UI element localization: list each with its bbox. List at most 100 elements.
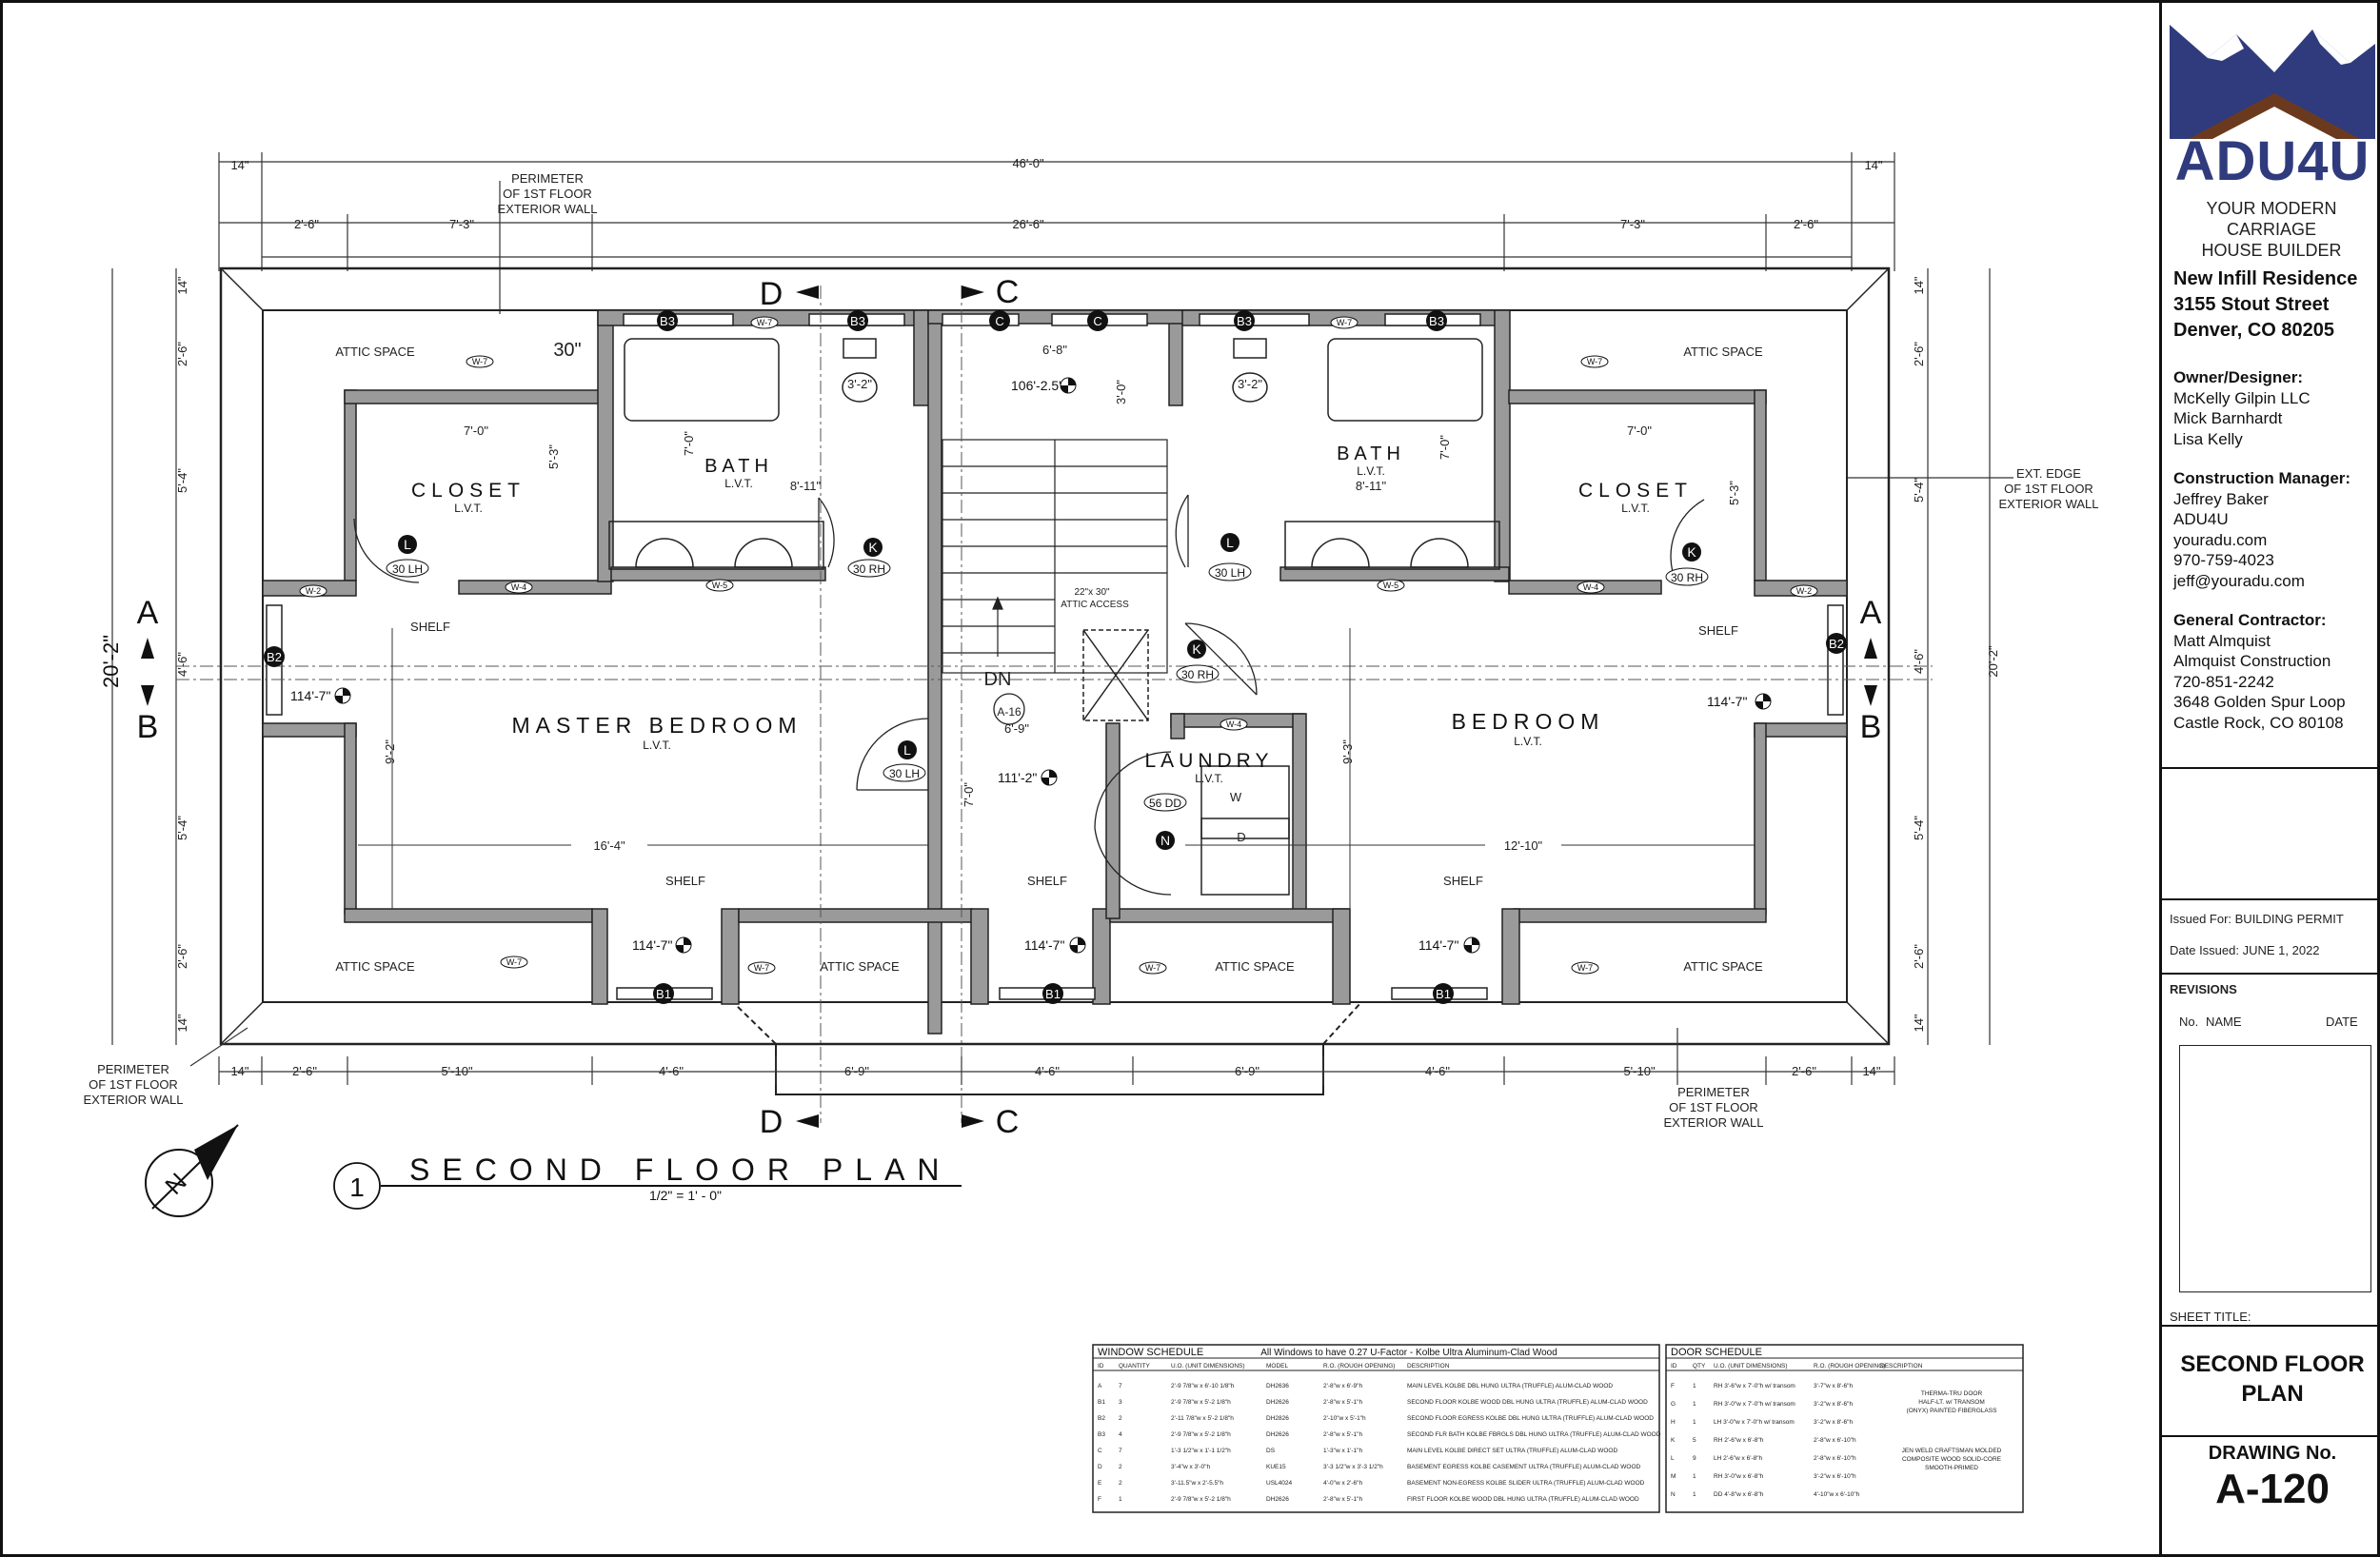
dim-bottom-14-left: 14"	[230, 1064, 248, 1078]
dim-left-overall: 20'-2"	[99, 635, 123, 688]
svg-text:W-5: W-5	[712, 581, 727, 590]
svg-text:C: C	[995, 314, 1003, 328]
brand-name: ADU4U	[2174, 130, 2370, 192]
door-schedule-description: THERMA-TRU DOOR	[1921, 1390, 1983, 1397]
cm-line: jeff@youradu.com	[2173, 571, 2305, 590]
perimeter-note-top: PERIMETER OF 1ST FLOOR EXTERIOR WALL	[498, 171, 598, 216]
dim-right-5-4-top: 5'-4"	[1912, 478, 1926, 503]
svg-text:L: L	[1226, 535, 1234, 550]
plan-scale: 1/2" = 1' - 0"	[649, 1188, 722, 1203]
svg-text:PERIMETER: PERIMETER	[1677, 1085, 1750, 1099]
revisions-heading: REVISIONS	[2170, 982, 2237, 996]
svg-text:W-7: W-7	[754, 963, 769, 973]
door-schedule-cell: M	[1671, 1473, 1676, 1480]
dim-bath-left-8-11: 8'-11"	[790, 479, 822, 493]
label-30in: 30"	[553, 340, 581, 361]
dim-right-5-4-bottom: 5'-4"	[1912, 816, 1926, 840]
cm-line: ADU4U	[2173, 510, 2229, 528]
svg-text:L: L	[903, 742, 911, 758]
section-marker-c-top: C	[996, 274, 1020, 310]
label-attic-access: ATTIC ACCESS	[1061, 600, 1129, 610]
svg-text:PERIMETER: PERIMETER	[97, 1062, 169, 1076]
section-marker-d-top: D	[760, 276, 783, 312]
elev-111: 111'-2"	[998, 770, 1037, 785]
window-schedule-header: U.O. (UNIT DIMENSIONS)	[1171, 1363, 1245, 1370]
owner-line: Lisa Kelly	[2173, 429, 2243, 448]
window-schedule-cell: 7	[1119, 1383, 1122, 1389]
window-schedule-header: DESCRIPTION	[1407, 1363, 1450, 1370]
dim-right-2-6-bottom: 2'-6"	[1912, 944, 1926, 969]
door-schedule-cell: 3'-7"w x 8'-6"h	[1814, 1383, 1853, 1389]
svg-text:OF 1ST FLOOR: OF 1ST FLOOR	[503, 187, 592, 201]
room-closet-left-floor: L.V.T.	[454, 502, 483, 515]
dim-closet-right-5-3: 5'-3"	[1727, 481, 1741, 505]
dim-left-4-6: 4'-6"	[175, 652, 189, 677]
svg-text:W-4: W-4	[1583, 582, 1598, 592]
dim-toilet-right-3-2: 3'-2"	[1238, 377, 1262, 391]
door-schedule-cell: RH 3'-0"w x 6'-8"h	[1714, 1473, 1764, 1480]
section-marker-a-left: A	[137, 595, 159, 631]
door-schedule-cell: 2'-8"w x 6'-10"h	[1814, 1437, 1856, 1444]
label-stair-down: DN	[984, 669, 1012, 690]
svg-text:OF 1ST FLOOR: OF 1ST FLOOR	[1669, 1100, 1758, 1114]
label-attic-access-size: 22"x 30"	[1074, 587, 1110, 598]
room-master-bedroom-floor: L.V.T.	[643, 739, 671, 752]
window-schedule-cell: D	[1098, 1464, 1102, 1470]
dim-master-16-4: 16'-4"	[593, 838, 625, 853]
dim-right-14-bottom: 14"	[1912, 1014, 1926, 1032]
window-schedule-cell: BASEMENT EGRESS KOLBE CASEMENT ULTRA (TR…	[1407, 1464, 1641, 1470]
elev-114-bottom-3: 114'-7"	[1418, 937, 1458, 953]
room-bath-left: BATH	[704, 456, 773, 477]
rev-col-name: NAME	[2206, 1015, 2242, 1029]
section-marker-c-bottom: C	[996, 1104, 1020, 1140]
door-schedule-cell: K	[1671, 1437, 1676, 1444]
dim-bottom-2-6-right: 2'-6"	[1792, 1064, 1816, 1078]
dim-bottom-2-6-left: 2'-6"	[292, 1064, 317, 1078]
wall-tags: W-7 W-7 W-7 W-7 W-2 W-2 W-4 W-4 W-5 W-5 …	[299, 316, 1818, 975]
room-laundry: LAUNDRY	[1145, 750, 1274, 772]
svg-text:W-7: W-7	[1577, 963, 1593, 973]
svg-text:B3: B3	[1237, 314, 1252, 328]
window-schedule-cell: USL4024	[1266, 1480, 1292, 1487]
window-schedule-cell: 2'-9 7/8"w x 6'-10 1/8"h	[1171, 1383, 1235, 1389]
owner-line: McKelly Gilpin LLC	[2173, 388, 2311, 407]
rev-col-no: No.	[2179, 1015, 2199, 1029]
svg-text:W-5: W-5	[1383, 581, 1398, 590]
label-attic-space-5: ATTIC SPACE	[1215, 959, 1295, 974]
dim-top-2-6-left: 2'-6"	[294, 217, 319, 231]
label-attic-space-2: ATTIC SPACE	[1683, 345, 1763, 359]
dim-closet-left-7-0: 7'-0"	[464, 424, 488, 438]
window-schedule-cell: 2'-10"w x 5'-1"h	[1323, 1415, 1366, 1422]
rev-col-date: DATE	[2326, 1015, 2358, 1029]
svg-text:K: K	[868, 540, 878, 555]
dim-top-overall: 46'-0"	[1012, 156, 1044, 170]
window-schedule-cell: B2	[1098, 1415, 1105, 1422]
svg-text:B3: B3	[1429, 314, 1444, 328]
window-schedule-cell: 3'-11.5"w x 2'-5.5"h	[1171, 1480, 1223, 1487]
door-schedule-description: SMOOTH-PRIMED	[1925, 1465, 1978, 1471]
svg-text:B1: B1	[656, 987, 671, 1001]
elev-114-bottom-1: 114'-7"	[632, 937, 672, 953]
svg-text:K: K	[1687, 544, 1696, 560]
window-schedule-cell: 3'-3 1/2"w x 3'-3 1/2"h	[1323, 1464, 1383, 1470]
window-schedule-cell: 4	[1119, 1431, 1122, 1438]
dimension-lines-top	[218, 152, 1895, 271]
dim-top-14-left: 14"	[230, 158, 248, 172]
window-schedule-cell: 2	[1119, 1415, 1122, 1422]
door-schedule-cell: RH 3'-0"w x 7'-0"h w/ transom	[1714, 1401, 1795, 1408]
dim-bottom-5-10-right: 5'-10"	[1623, 1064, 1656, 1078]
dim-bottom-6-9-right: 6'-9"	[1235, 1064, 1259, 1078]
sheet-title: SECOND FLOOR PLAN	[2180, 1351, 2365, 1407]
room-closet-right: CLOSET	[1578, 480, 1693, 502]
door-schedule-header: QTY	[1693, 1363, 1706, 1370]
window-schedule-cell: BASEMENT NON-EGRESS KOLBE SLIDER ULTRA (…	[1407, 1480, 1645, 1487]
dim-bottom-14-right: 14"	[1862, 1064, 1880, 1078]
cm-line: youradu.com	[2173, 530, 2268, 549]
dim-right-4-6: 4'-6"	[1912, 649, 1926, 674]
room-bath-right-floor: L.V.T.	[1357, 464, 1385, 478]
section-lines	[176, 286, 1933, 1123]
stairs	[942, 439, 1168, 674]
door-schedule-cell: 1	[1693, 1491, 1696, 1498]
